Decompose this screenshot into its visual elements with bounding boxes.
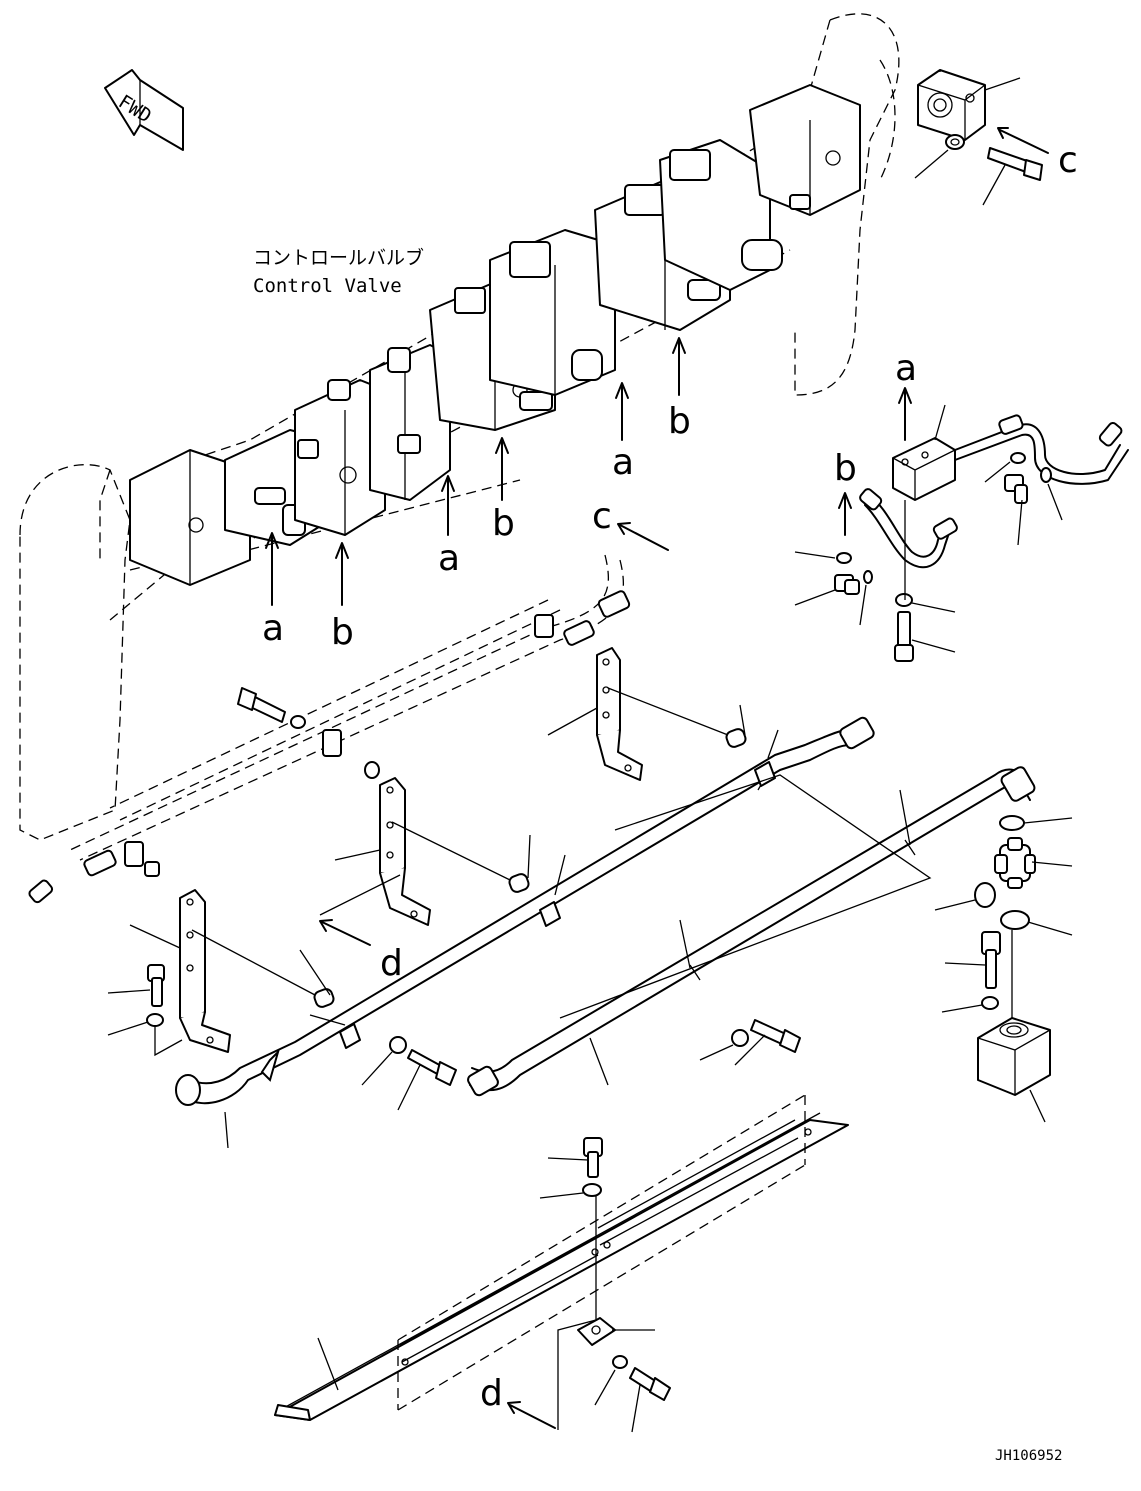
callout-d1: d — [380, 943, 403, 984]
hose-dashed-routing — [28, 554, 631, 904]
oring-right-1 — [1010, 452, 1026, 464]
arrow-d-upper — [321, 921, 371, 946]
spacer-middle — [508, 873, 530, 893]
control-valve-bank — [129, 84, 861, 586]
washer-column — [981, 996, 999, 1010]
callout-d2: d — [480, 1373, 503, 1414]
callout-c2: c — [592, 496, 612, 537]
cover-plate — [274, 1112, 849, 1421]
callout-c1: c — [1058, 140, 1078, 181]
fwd-direction-arrow: FWD — [104, 69, 184, 151]
callout-b3: b — [668, 401, 691, 442]
oring-left-1 — [836, 552, 852, 564]
bolt-clamp-upper — [237, 687, 380, 779]
control-valve-label-en: Control Valve — [253, 275, 402, 297]
arrow-d-lower — [509, 1404, 556, 1429]
drawing-number: JH106952 — [995, 1448, 1062, 1464]
bolt-center-1 — [407, 1049, 457, 1086]
leader-c-block — [984, 77, 1021, 91]
callout-a4: a — [895, 348, 917, 389]
clamp-upper-1 — [339, 1023, 361, 1049]
bolt-plate-top — [583, 1137, 603, 1178]
washer-plate-bottom — [612, 1355, 628, 1369]
bolt-center-2 — [750, 1019, 801, 1053]
clamp-upper-3 — [754, 761, 776, 787]
callout-a1: a — [262, 608, 284, 649]
valve-section-8 — [659, 139, 783, 291]
oring-column-2 — [974, 882, 996, 908]
washer-c — [945, 134, 965, 150]
bolt-column — [981, 931, 1001, 989]
callout-b2: b — [492, 503, 515, 544]
valve-section-4 — [369, 344, 451, 501]
control-valve-label-jp: コントロールバルブ — [253, 246, 424, 269]
washer-center-1 — [389, 1036, 407, 1054]
valve-section-1 — [129, 449, 251, 586]
port-block-lower — [977, 1017, 1051, 1096]
tee-fitting-right — [1004, 474, 1028, 504]
oring-column-3 — [1000, 910, 1030, 930]
clamp-upper-2 — [539, 901, 561, 927]
tee-fitting-left — [834, 574, 860, 595]
spacer-left — [313, 988, 335, 1008]
washer-left — [146, 1013, 164, 1027]
callout-a3: a — [612, 442, 634, 483]
bracket-right — [596, 647, 643, 781]
bolt-right-1 — [894, 611, 914, 662]
frame-left-outline — [19, 464, 521, 841]
hose-right-upper — [954, 414, 1129, 485]
junction-block-a — [892, 437, 956, 501]
callout-b1: b — [331, 612, 354, 653]
bolt-c — [987, 147, 1043, 181]
valve-port-arrows — [265, 337, 686, 606]
hose-lower-long — [467, 766, 1036, 1097]
fwd-label: FWD — [114, 91, 155, 128]
callout-b4: b — [834, 448, 857, 489]
valve-section-9 — [749, 84, 861, 216]
valve-section-6 — [489, 229, 616, 396]
port-block-c — [917, 69, 986, 141]
valve-section-3 — [294, 379, 386, 536]
nut-plate — [577, 1317, 616, 1346]
bracket-left — [179, 889, 231, 1053]
bolt-plate-bottom — [629, 1367, 671, 1401]
oring-left-2 — [863, 570, 873, 584]
washer-plate-top — [582, 1183, 602, 1197]
washer-right-1 — [895, 593, 913, 607]
hose-right-lower — [859, 488, 958, 569]
washer-center-2 — [731, 1029, 749, 1047]
arrow-c-top — [999, 129, 1049, 154]
bolt-left — [147, 964, 165, 1007]
oring-column-1 — [999, 815, 1025, 831]
arrow-c-mid — [619, 524, 669, 551]
callout-a2: a — [438, 538, 460, 579]
oring-right-2 — [1040, 467, 1052, 483]
elbow-fitting-column — [994, 837, 1036, 889]
bracket-middle — [379, 777, 431, 926]
